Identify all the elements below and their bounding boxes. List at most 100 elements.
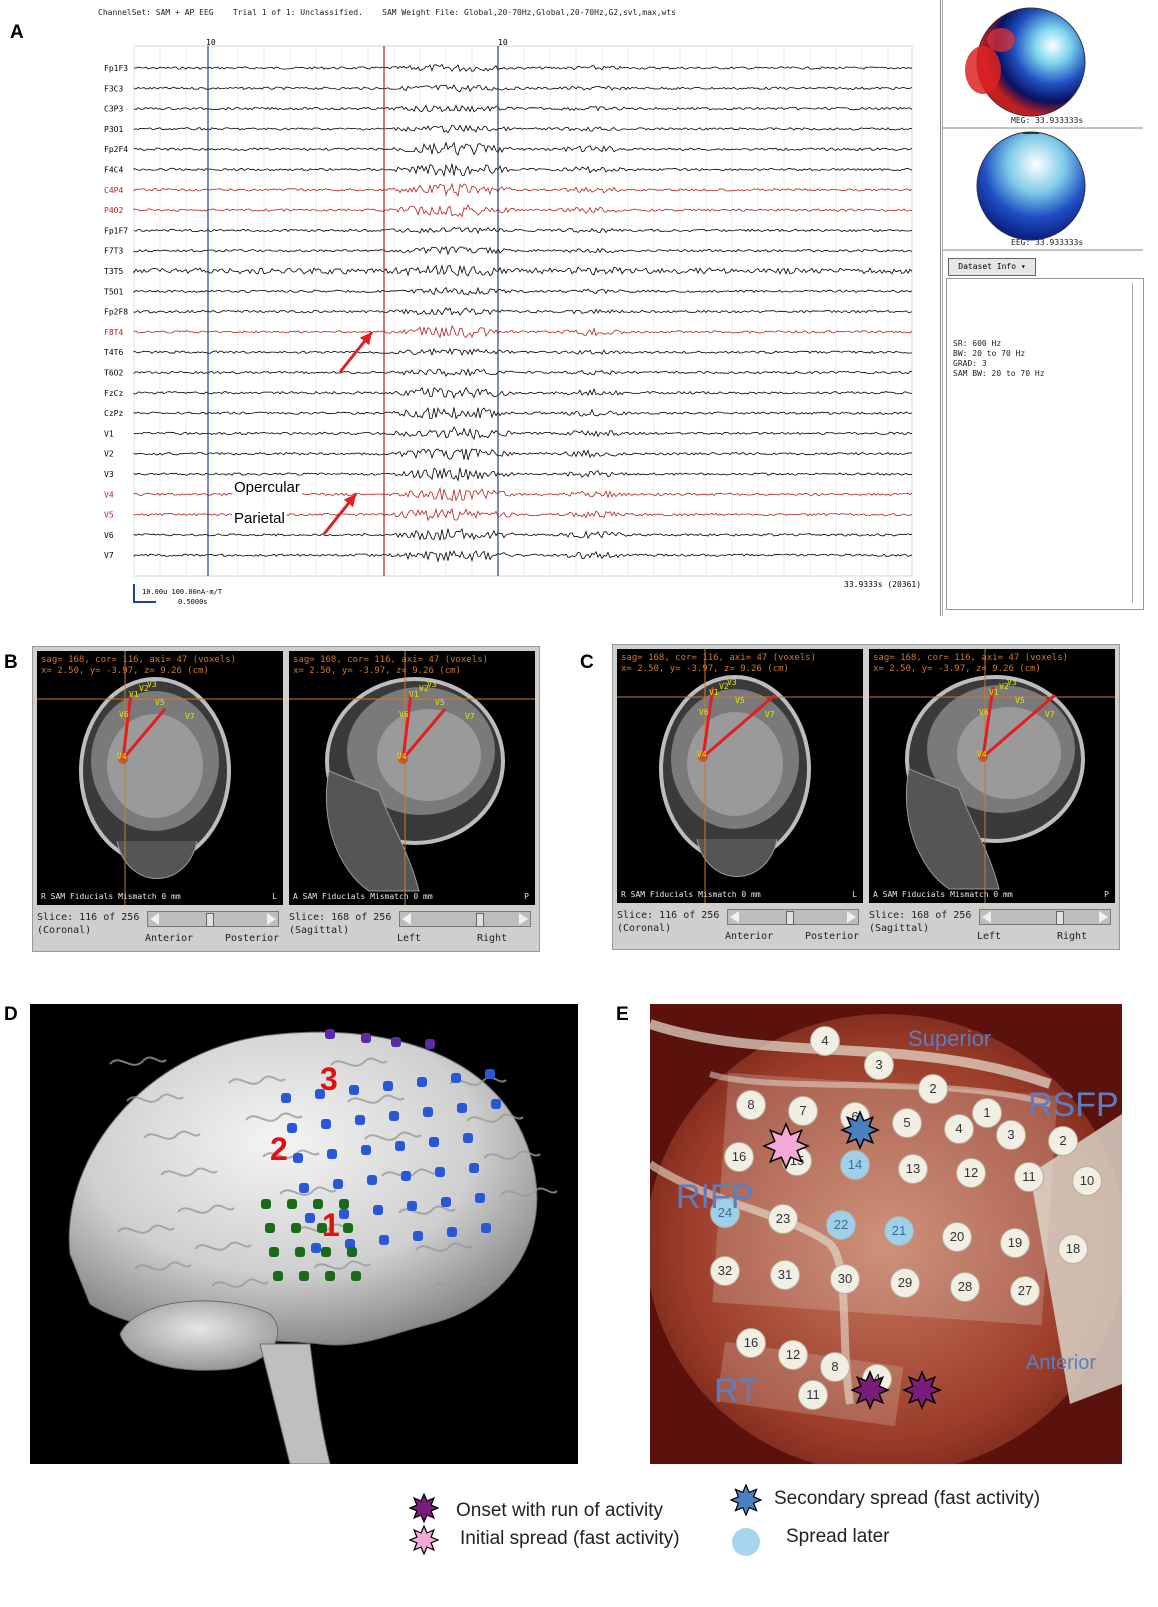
onset-icon xyxy=(850,1370,890,1410)
electrode-contact[interactable]: 10 xyxy=(1072,1166,1102,1196)
electrode-contact[interactable]: 23 xyxy=(768,1204,798,1234)
slider-handle[interactable] xyxy=(476,913,484,927)
electrode-contact[interactable]: 4 xyxy=(810,1026,840,1056)
slice-slider[interactable] xyxy=(979,909,1111,925)
electrode-contact[interactable]: 3 xyxy=(996,1120,1026,1150)
channel-label: V1 xyxy=(104,429,114,438)
channel-label: V7 xyxy=(104,551,114,560)
electrode-blue xyxy=(281,1093,291,1103)
slider-left-arrow-icon[interactable] xyxy=(730,911,739,923)
electrode-contact[interactable]: 16 xyxy=(724,1142,754,1172)
channel-label: T3T5 xyxy=(104,267,123,276)
channel-label: F7T3 xyxy=(104,247,123,256)
electrode-contact[interactable]: 5 xyxy=(892,1108,922,1138)
mri-footer-left: R SAM Fiducials Mismatch 0 mm xyxy=(621,890,761,899)
slice-slider[interactable] xyxy=(147,911,279,927)
electrode-contact[interactable]: 8 xyxy=(820,1352,850,1382)
slice-slider[interactable] xyxy=(399,911,531,927)
electrode-contact[interactable]: 12 xyxy=(956,1158,986,1188)
slice-slider[interactable] xyxy=(727,909,859,925)
electrode-contact[interactable]: 8 xyxy=(736,1090,766,1120)
direction-label-left: Left xyxy=(397,933,422,944)
channel-label: F3C3 xyxy=(104,84,123,93)
channel-trace xyxy=(133,386,913,399)
slider-left-arrow-icon[interactable] xyxy=(402,913,411,925)
electrode-blue xyxy=(441,1197,451,1207)
label-rt: RT xyxy=(714,1372,759,1410)
electrode-contact[interactable]: 24 xyxy=(710,1198,740,1228)
electrode-blue xyxy=(485,1069,495,1079)
mri-footer-left: R SAM Fiducials Mismatch 0 mm xyxy=(41,892,181,901)
electrode-contact[interactable]: 7 xyxy=(788,1096,818,1126)
electrode-contact[interactable]: 27 xyxy=(1010,1276,1040,1306)
electrode-contact[interactable]: 31 xyxy=(770,1260,800,1290)
slider-left-arrow-icon[interactable] xyxy=(982,911,991,923)
electrode-contact[interactable]: 12 xyxy=(778,1340,808,1370)
electrode-blue xyxy=(349,1085,359,1095)
slider-right-arrow-icon[interactable] xyxy=(267,913,276,925)
channel-trace xyxy=(133,104,913,113)
electrode-contact[interactable]: 2 xyxy=(1048,1126,1078,1156)
scale-bar xyxy=(133,584,156,603)
source-label: V5 xyxy=(435,698,445,707)
mri-footer-right: P xyxy=(1104,890,1109,899)
electrode-contact[interactable]: 32 xyxy=(710,1256,740,1286)
slider-handle[interactable] xyxy=(786,911,794,925)
onset-icon xyxy=(902,1370,942,1410)
electrode-blue xyxy=(469,1163,479,1173)
electrode-contact[interactable]: 4 xyxy=(944,1114,974,1144)
legend-icons xyxy=(408,1483,763,1556)
electrode-green xyxy=(273,1271,283,1281)
channel-trace xyxy=(133,467,913,482)
dropdown-icon: ▾ xyxy=(1020,262,1026,271)
electrode-contact[interactable]: 14 xyxy=(840,1150,870,1180)
channel-label: P3O1 xyxy=(104,125,123,134)
label-rsfp: RSFP xyxy=(1028,1086,1119,1124)
electrode-contact[interactable]: 11 xyxy=(798,1380,828,1410)
electrode-blue xyxy=(345,1239,355,1249)
channel-label: T4T6 xyxy=(104,348,123,357)
electrode-contact[interactable]: 16 xyxy=(736,1328,766,1358)
region-label-1: 1 xyxy=(322,1207,340,1243)
dataset-info-button[interactable]: Dataset Info ▾ xyxy=(948,258,1036,276)
time-readout: 33.9333s (20361) xyxy=(844,580,922,589)
electrode-contact[interactable]: 30 xyxy=(830,1264,860,1294)
slider-handle[interactable] xyxy=(1056,911,1064,925)
slider-right-arrow-icon[interactable] xyxy=(847,911,856,923)
slider-handle[interactable] xyxy=(206,913,214,927)
source-label: V6 xyxy=(119,710,129,719)
slider-right-arrow-icon[interactable] xyxy=(519,913,528,925)
channel-trace xyxy=(133,63,913,72)
electrode-contact[interactable]: 1 xyxy=(972,1098,1002,1128)
electrode-contact[interactable]: 3 xyxy=(864,1050,894,1080)
electrode-blue xyxy=(305,1213,315,1223)
electrode-blue xyxy=(429,1137,439,1147)
mri-coordinates: sag= 168, cor= 116, axi= 47 (voxels) x= … xyxy=(873,653,1069,674)
electrode-contact[interactable]: 13 xyxy=(898,1154,928,1184)
slider-right-arrow-icon[interactable] xyxy=(1099,911,1108,923)
channel-label: Fp2F8 xyxy=(104,308,128,317)
electrode-contact[interactable]: 20 xyxy=(942,1222,972,1252)
electrode-contact[interactable]: 28 xyxy=(950,1272,980,1302)
electrode-contact[interactable]: 11 xyxy=(1014,1162,1044,1192)
electrode-contact[interactable]: 21 xyxy=(884,1216,914,1246)
electrode-blue xyxy=(367,1175,377,1185)
channel-trace xyxy=(133,226,913,235)
slider-left-arrow-icon[interactable] xyxy=(150,913,159,925)
electrode-contact[interactable]: 22 xyxy=(826,1210,856,1240)
channel-label: C3P3 xyxy=(104,105,123,114)
source-label: V2 xyxy=(719,682,729,691)
electrode-contact[interactable]: 2 xyxy=(918,1074,948,1104)
electrode-contact[interactable]: 29 xyxy=(890,1268,920,1298)
label-anterior: Anterior xyxy=(1026,1352,1097,1374)
electrode-contact[interactable]: 18 xyxy=(1058,1234,1088,1264)
electrode-contact[interactable]: 19 xyxy=(1000,1228,1030,1258)
info-scrollbar[interactable] xyxy=(1132,283,1141,603)
electrode-green xyxy=(325,1271,335,1281)
